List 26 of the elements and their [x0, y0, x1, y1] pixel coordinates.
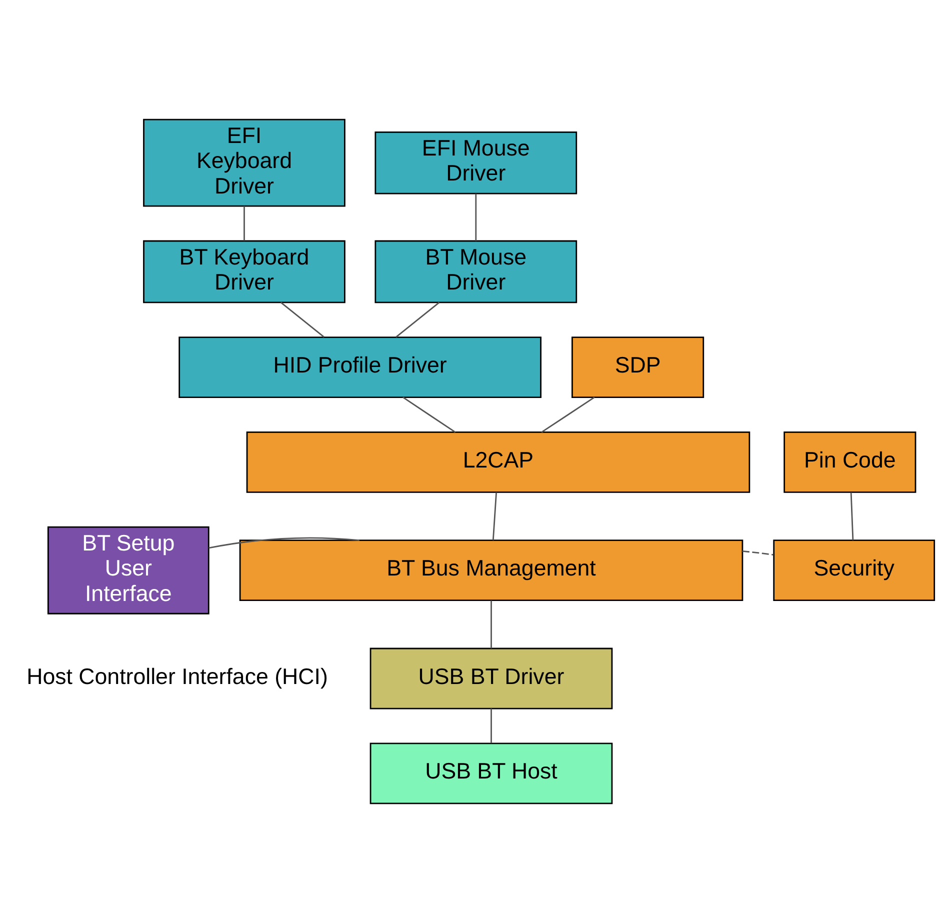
node-box: BT Mouse Driver: [374, 240, 577, 303]
node-box: Pin Code: [783, 431, 916, 492]
node-box: Security: [772, 539, 935, 601]
connector: [395, 301, 440, 338]
label: Host Controller Interface (HCI): [26, 663, 328, 688]
node-box: USB BT Driver: [369, 647, 612, 709]
connector: [492, 492, 497, 540]
connector: [402, 396, 456, 432]
node-box: BT Setup User Interface: [46, 526, 209, 614]
connector: [742, 550, 774, 555]
connector: [490, 600, 492, 648]
node-box: EFI Mouse Driver: [374, 130, 577, 194]
node-box: SDP: [571, 336, 704, 398]
connector: [850, 492, 854, 540]
connector: [208, 536, 359, 548]
connector: [474, 193, 476, 240]
node-box: BT Bus Management: [238, 539, 743, 601]
node-box: BT Keyboard Driver: [142, 240, 345, 303]
node-box: EFI Keyboard Driver: [142, 118, 345, 206]
node-box: L2CAP: [246, 431, 750, 492]
node-box: HID Profile Driver: [178, 336, 541, 398]
node-box: USB BT Host: [369, 742, 612, 804]
connector: [243, 206, 244, 240]
connector: [490, 708, 492, 743]
connector: [280, 301, 324, 338]
connector: [540, 396, 594, 432]
